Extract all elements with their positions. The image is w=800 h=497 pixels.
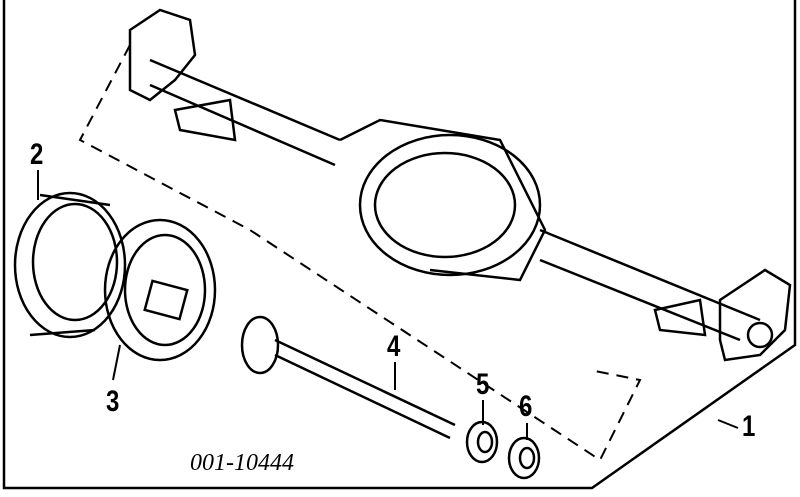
seal [507,436,541,480]
brake-drum [13,191,127,339]
callout-5: 5 [476,368,490,401]
callout-2: 2 [30,138,44,171]
axle-housing [128,8,792,362]
callout-6: 6 [519,390,533,423]
callout-1: 1 [742,410,756,443]
drawing-number: 001-10444 [190,450,294,476]
backing-plate [103,218,217,362]
axle-shaft [240,315,456,440]
dashed-group-outline [78,44,642,462]
callout-4: 4 [387,330,401,363]
frame-border [2,0,797,490]
bearing [465,420,499,464]
leader-lines [37,170,739,440]
callout-3: 3 [106,385,120,418]
